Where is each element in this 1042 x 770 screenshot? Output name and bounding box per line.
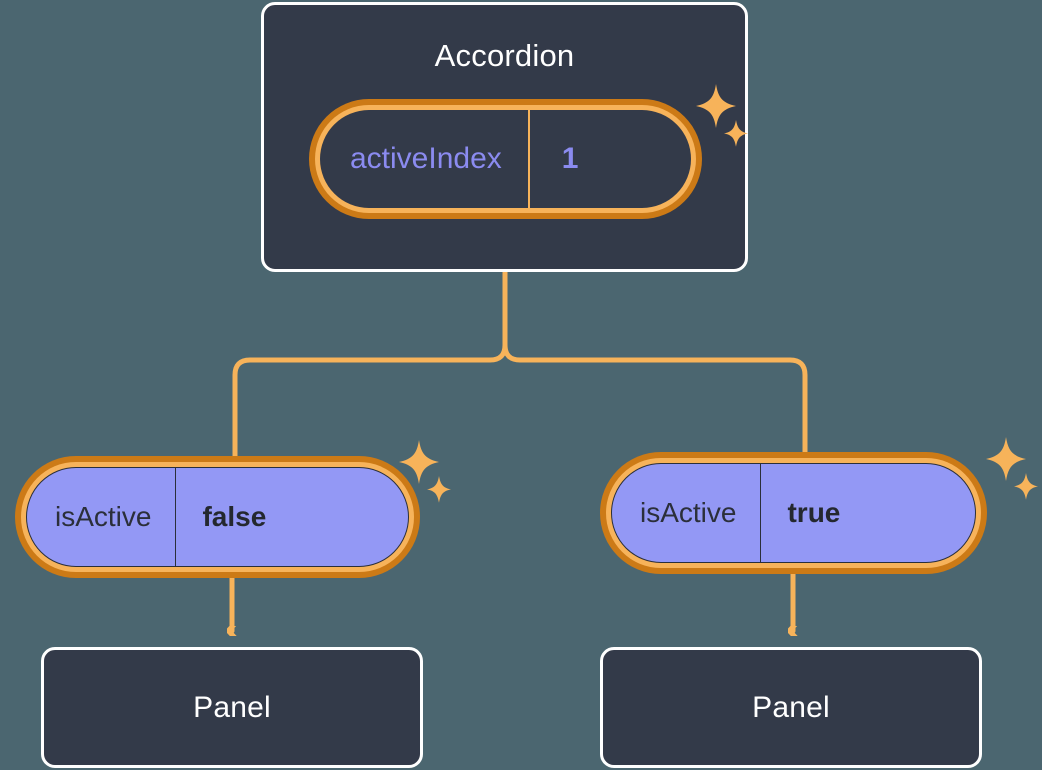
panel-component-card-right[interactable]: Panel	[600, 647, 982, 768]
state-key-label: activeIndex	[320, 110, 530, 208]
pill-body: isActive true	[611, 463, 976, 563]
sparkle-four-point-small-icon	[427, 476, 451, 503]
pill-body: activeIndex 1	[320, 110, 691, 208]
state-key-label: isActive	[612, 464, 762, 562]
panel-component-card-left[interactable]: Panel	[41, 647, 423, 768]
pill-inner-ring: isActive true	[606, 458, 981, 568]
state-value-label: false	[202, 501, 267, 532]
sparkle-four-point-large-icon	[986, 437, 1026, 481]
state-pill-is-active-false[interactable]: isActive false	[15, 456, 420, 578]
pill-inner-ring: activeIndex 1	[315, 105, 696, 213]
state-value-label: true	[787, 497, 841, 528]
sparkle-right-group	[982, 437, 1042, 514]
panel-title: Panel	[752, 690, 830, 724]
pill-inner-ring: isActive false	[21, 462, 414, 572]
state-pill-is-active-true[interactable]: isActive true	[600, 452, 987, 574]
state-pill-active-index[interactable]: activeIndex 1	[309, 99, 702, 219]
state-key-label: isActive	[27, 468, 177, 566]
edge-accordion-to-children	[232, 269, 808, 471]
pill-body: isActive false	[26, 467, 409, 567]
accordion-title: Accordion	[434, 38, 575, 73]
sparkle-four-point-small-icon	[1014, 473, 1038, 500]
panel-title: Panel	[193, 690, 271, 724]
state-value-label: 1	[561, 142, 579, 175]
